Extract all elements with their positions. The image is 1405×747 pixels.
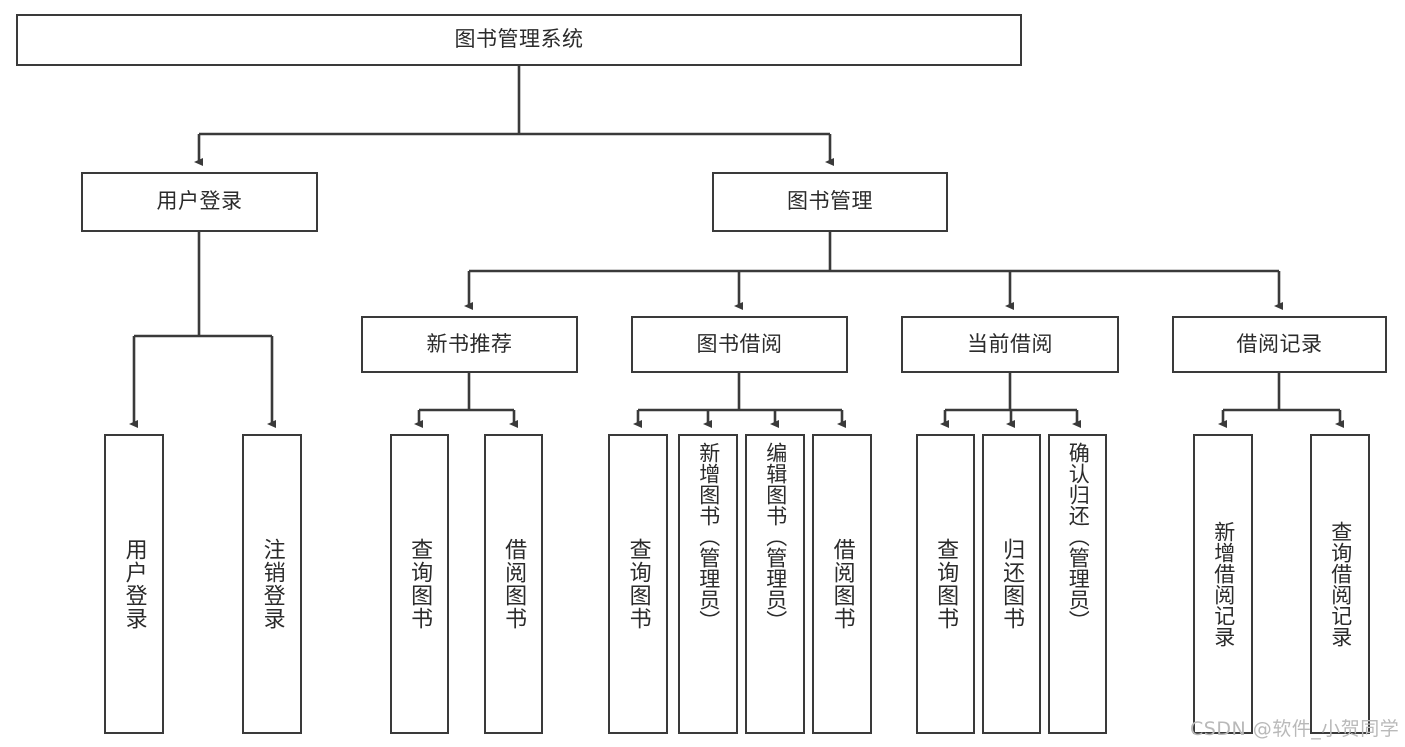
csdn-watermark: CSDN @软件_小贺同学 [1190, 718, 1400, 740]
node-new-book-recommend-label: 新书推荐 [426, 331, 513, 356]
leaf-borrow-book-2[interactable]: 借阅图书 [812, 434, 872, 734]
node-current-borrow[interactable]: 当前借阅 [901, 316, 1119, 373]
root-label: 图书管理系统 [454, 27, 584, 52]
node-current-borrow-label: 当前借阅 [967, 331, 1053, 356]
leaf-query-book-2-label: 查询图书 [625, 538, 651, 630]
leaf-logout[interactable]: 注销登录 [242, 434, 302, 734]
leaf-edit-book-admin-label: 编辑图书（管理员） [763, 442, 788, 631]
node-user-login-label: 用户登录 [156, 189, 243, 214]
leaf-query-borrow-record[interactable]: 查询借阅记录 [1310, 434, 1370, 734]
leaf-confirm-return-admin[interactable]: 确认归还（管理员） [1048, 434, 1107, 734]
leaf-query-book-1-label: 查询图书 [407, 538, 433, 630]
leaf-query-borrow-record-label: 查询借阅记录 [1328, 521, 1353, 647]
leaf-edit-book-admin[interactable]: 编辑图书（管理员） [745, 434, 805, 734]
leaf-user-login[interactable]: 用户登录 [104, 434, 164, 734]
leaf-add-borrow-record-label: 新增借阅记录 [1211, 521, 1236, 647]
root-library-management-system[interactable]: 图书管理系统 [16, 14, 1022, 66]
leaf-logout-label: 注销登录 [259, 538, 285, 630]
leaf-confirm-return-admin-label: 确认归还（管理员） [1066, 442, 1091, 631]
leaf-user-login-label: 用户登录 [121, 538, 147, 630]
leaf-borrow-book-2-label: 借阅图书 [829, 538, 855, 630]
leaf-add-borrow-record[interactable]: 新增借阅记录 [1193, 434, 1253, 734]
leaf-query-book-3[interactable]: 查询图书 [916, 434, 975, 734]
leaf-return-book-label: 归还图书 [999, 538, 1025, 630]
leaf-borrow-book-1[interactable]: 借阅图书 [484, 434, 543, 734]
node-book-management-label: 图书管理 [787, 189, 873, 214]
node-book-borrow[interactable]: 图书借阅 [631, 316, 848, 373]
leaf-add-book-admin-label: 新增图书（管理员） [696, 442, 721, 631]
leaf-add-book-admin[interactable]: 新增图书（管理员） [678, 434, 738, 734]
node-borrow-record-label: 借阅记录 [1236, 331, 1323, 356]
node-borrow-record[interactable]: 借阅记录 [1172, 316, 1387, 373]
leaf-query-book-1[interactable]: 查询图书 [390, 434, 449, 734]
leaf-return-book[interactable]: 归还图书 [982, 434, 1041, 734]
node-user-login[interactable]: 用户登录 [81, 172, 318, 232]
leaf-query-book-2[interactable]: 查询图书 [608, 434, 668, 734]
leaf-borrow-book-1-label: 借阅图书 [501, 538, 527, 630]
node-book-management[interactable]: 图书管理 [712, 172, 948, 232]
node-book-borrow-label: 图书借阅 [696, 331, 783, 356]
node-new-book-recommend[interactable]: 新书推荐 [361, 316, 578, 373]
leaf-query-book-3-label: 查询图书 [933, 538, 959, 630]
